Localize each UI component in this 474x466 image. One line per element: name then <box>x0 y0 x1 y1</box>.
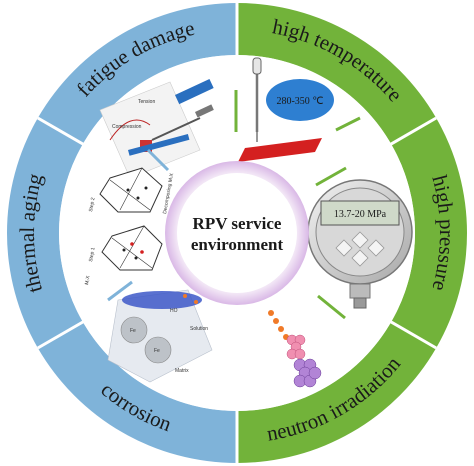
aging-step-2: Step 2 <box>88 197 96 212</box>
center-title-line2: environment <box>191 235 284 254</box>
segment-high-temp <box>237 3 437 144</box>
segment-high-pressure <box>391 118 467 348</box>
segment-thermal-aging <box>6 118 83 348</box>
pressure-value: 13.7-20 MPa <box>334 209 387 220</box>
aging-step-1: Step 1 <box>88 247 96 262</box>
corrosion-fe-1: Fe <box>130 328 136 334</box>
tension-label: Tension <box>138 99 155 105</box>
corrosion-fe-2: Fe <box>154 348 160 354</box>
segment-corrosion <box>37 322 238 463</box>
divider-line <box>37 271 169 350</box>
aging-phase: M₇X <box>84 275 92 286</box>
fatigue-illustration: Tension Compression <box>99 78 214 179</box>
segment-neutron <box>237 322 437 463</box>
corrosion-matrix: Matrix <box>175 368 189 374</box>
temperature-illustration: 280-350 ℃ <box>234 57 361 162</box>
divider-line <box>305 271 437 350</box>
outer-ring <box>6 3 467 463</box>
temperature-value: 280-350 ℃ <box>276 96 323 107</box>
center-core <box>177 173 297 293</box>
center-title-line1: RPV service <box>193 214 282 233</box>
segment-fatigue <box>37 3 238 144</box>
compression-label: Compression <box>112 124 142 130</box>
divider-line <box>305 116 437 195</box>
temperature-oval <box>266 79 334 121</box>
heated-plate <box>238 138 322 162</box>
corrosion-illustration: Fe Fe HO Solution Matrix <box>107 280 213 383</box>
thermal-aging-illustration: Step 2 Step 1 Decomposing M₇X M₇X <box>84 148 175 286</box>
corrosion-solution: Solution <box>190 326 208 332</box>
pressure-gauge: 13.7-20 MPa <box>307 166 413 309</box>
neutron-illustration <box>268 294 346 388</box>
corrosion-ho: HO <box>170 308 178 314</box>
